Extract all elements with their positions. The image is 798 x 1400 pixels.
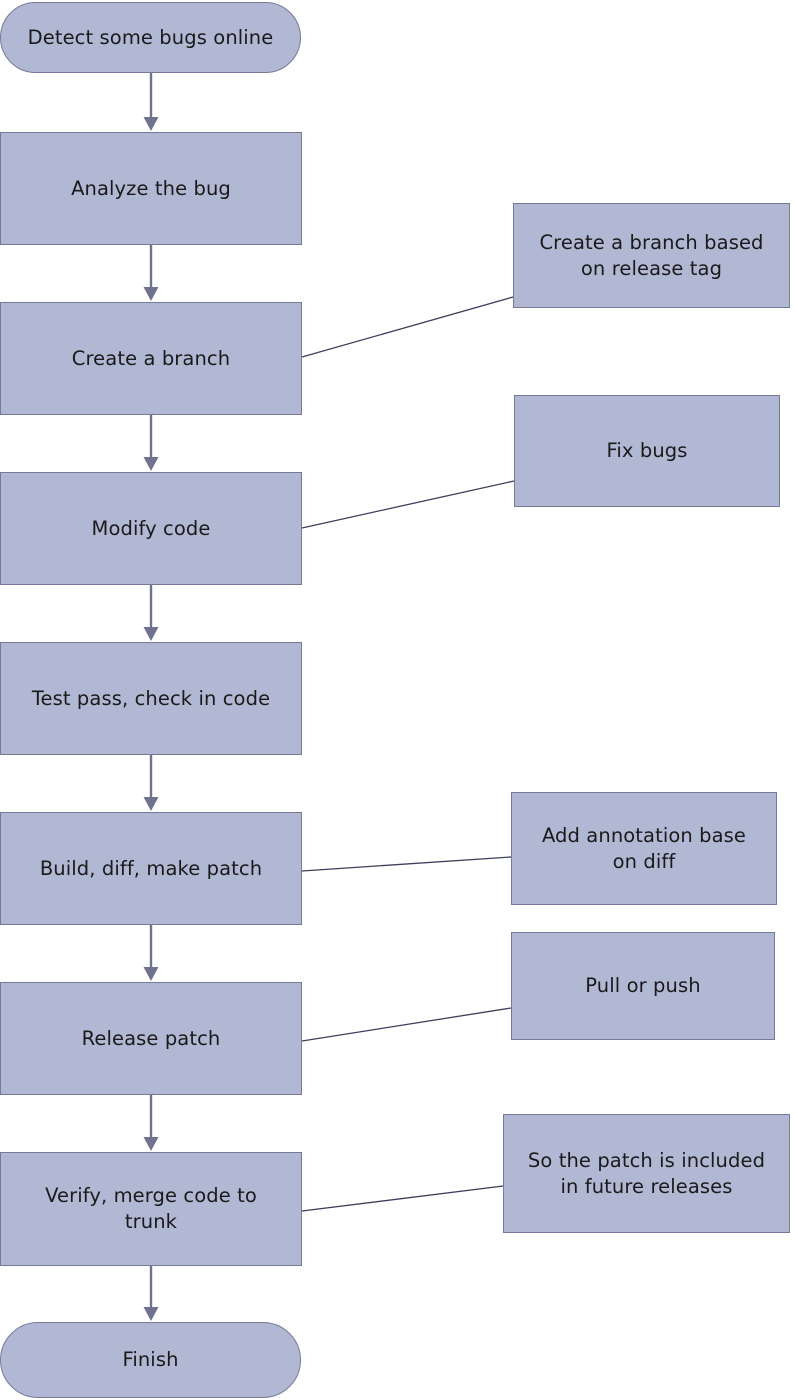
node-label: Pull or push [585, 974, 701, 998]
arrow-release-verify [143, 1095, 159, 1151]
arrow-head [143, 1307, 159, 1321]
arrow-create-modify [143, 415, 159, 471]
annotation-connectors [301, 296, 515, 1212]
arrow-verify-finish [143, 1266, 159, 1321]
arrow-head [143, 1137, 159, 1151]
node-label: Finish [122, 1348, 179, 1372]
flow-node-finish[interactable]: Finish [0, 1322, 301, 1398]
flow-node-create-branch[interactable]: Create a branch [0, 302, 302, 415]
annotation-node-annot-fix-bugs[interactable]: Fix bugs [514, 395, 780, 507]
flow-node-modify-code[interactable]: Modify code [0, 472, 302, 585]
node-label: Fix bugs [606, 439, 688, 463]
node-label: Detect some bugs online [27, 25, 274, 49]
conn-verify-merge [301, 1185, 504, 1212]
arrow-head [143, 287, 159, 301]
node-label: Create a branch [71, 346, 231, 370]
arrow-head [143, 627, 159, 641]
conn-release-patch [301, 1007, 512, 1042]
node-label: Add annotation base on diff [541, 823, 747, 873]
arrow-detect-analyze [143, 73, 159, 131]
flow-node-verify-merge[interactable]: Verify, merge code to trunk [0, 1152, 302, 1266]
arrow-head [143, 797, 159, 811]
conn-modify-code [301, 480, 515, 529]
node-label: Release patch [81, 1026, 221, 1050]
arrow-analyze-create [143, 245, 159, 301]
flow-node-build-diff-patch[interactable]: Build, diff, make patch [0, 812, 302, 925]
annotation-node-annot-future-releases[interactable]: So the patch is included in future relea… [503, 1114, 790, 1233]
node-label: Create a branch based on release tag [539, 230, 764, 280]
annotation-node-annot-release-tag[interactable]: Create a branch based on release tag [513, 203, 790, 308]
flow-node-release-patch[interactable]: Release patch [0, 982, 302, 1095]
node-label: Modify code [91, 516, 211, 540]
flow-node-analyze[interactable]: Analyze the bug [0, 132, 302, 245]
arrow-test-build [143, 755, 159, 811]
node-label: Analyze the bug [71, 176, 231, 200]
node-label: Verify, merge code to trunk [45, 1184, 257, 1233]
arrow-head [143, 457, 159, 471]
node-label: Build, diff, make patch [39, 856, 263, 880]
arrow-build-release [143, 925, 159, 981]
arrow-modify-test [143, 585, 159, 641]
annotation-node-annot-add-annotation[interactable]: Add annotation base on diff [511, 792, 777, 905]
arrow-head [143, 967, 159, 981]
flow-node-detect[interactable]: Detect some bugs online [0, 2, 301, 73]
arrow-head [143, 117, 159, 131]
annotation-node-annot-pull-push[interactable]: Pull or push [511, 932, 775, 1040]
conn-build-diff [301, 856, 512, 872]
node-label: So the patch is included in future relea… [527, 1148, 766, 1198]
conn-create-branch [301, 296, 514, 358]
node-label: Test pass, check in code [31, 686, 271, 710]
flow-node-test-checkin[interactable]: Test pass, check in code [0, 642, 302, 755]
